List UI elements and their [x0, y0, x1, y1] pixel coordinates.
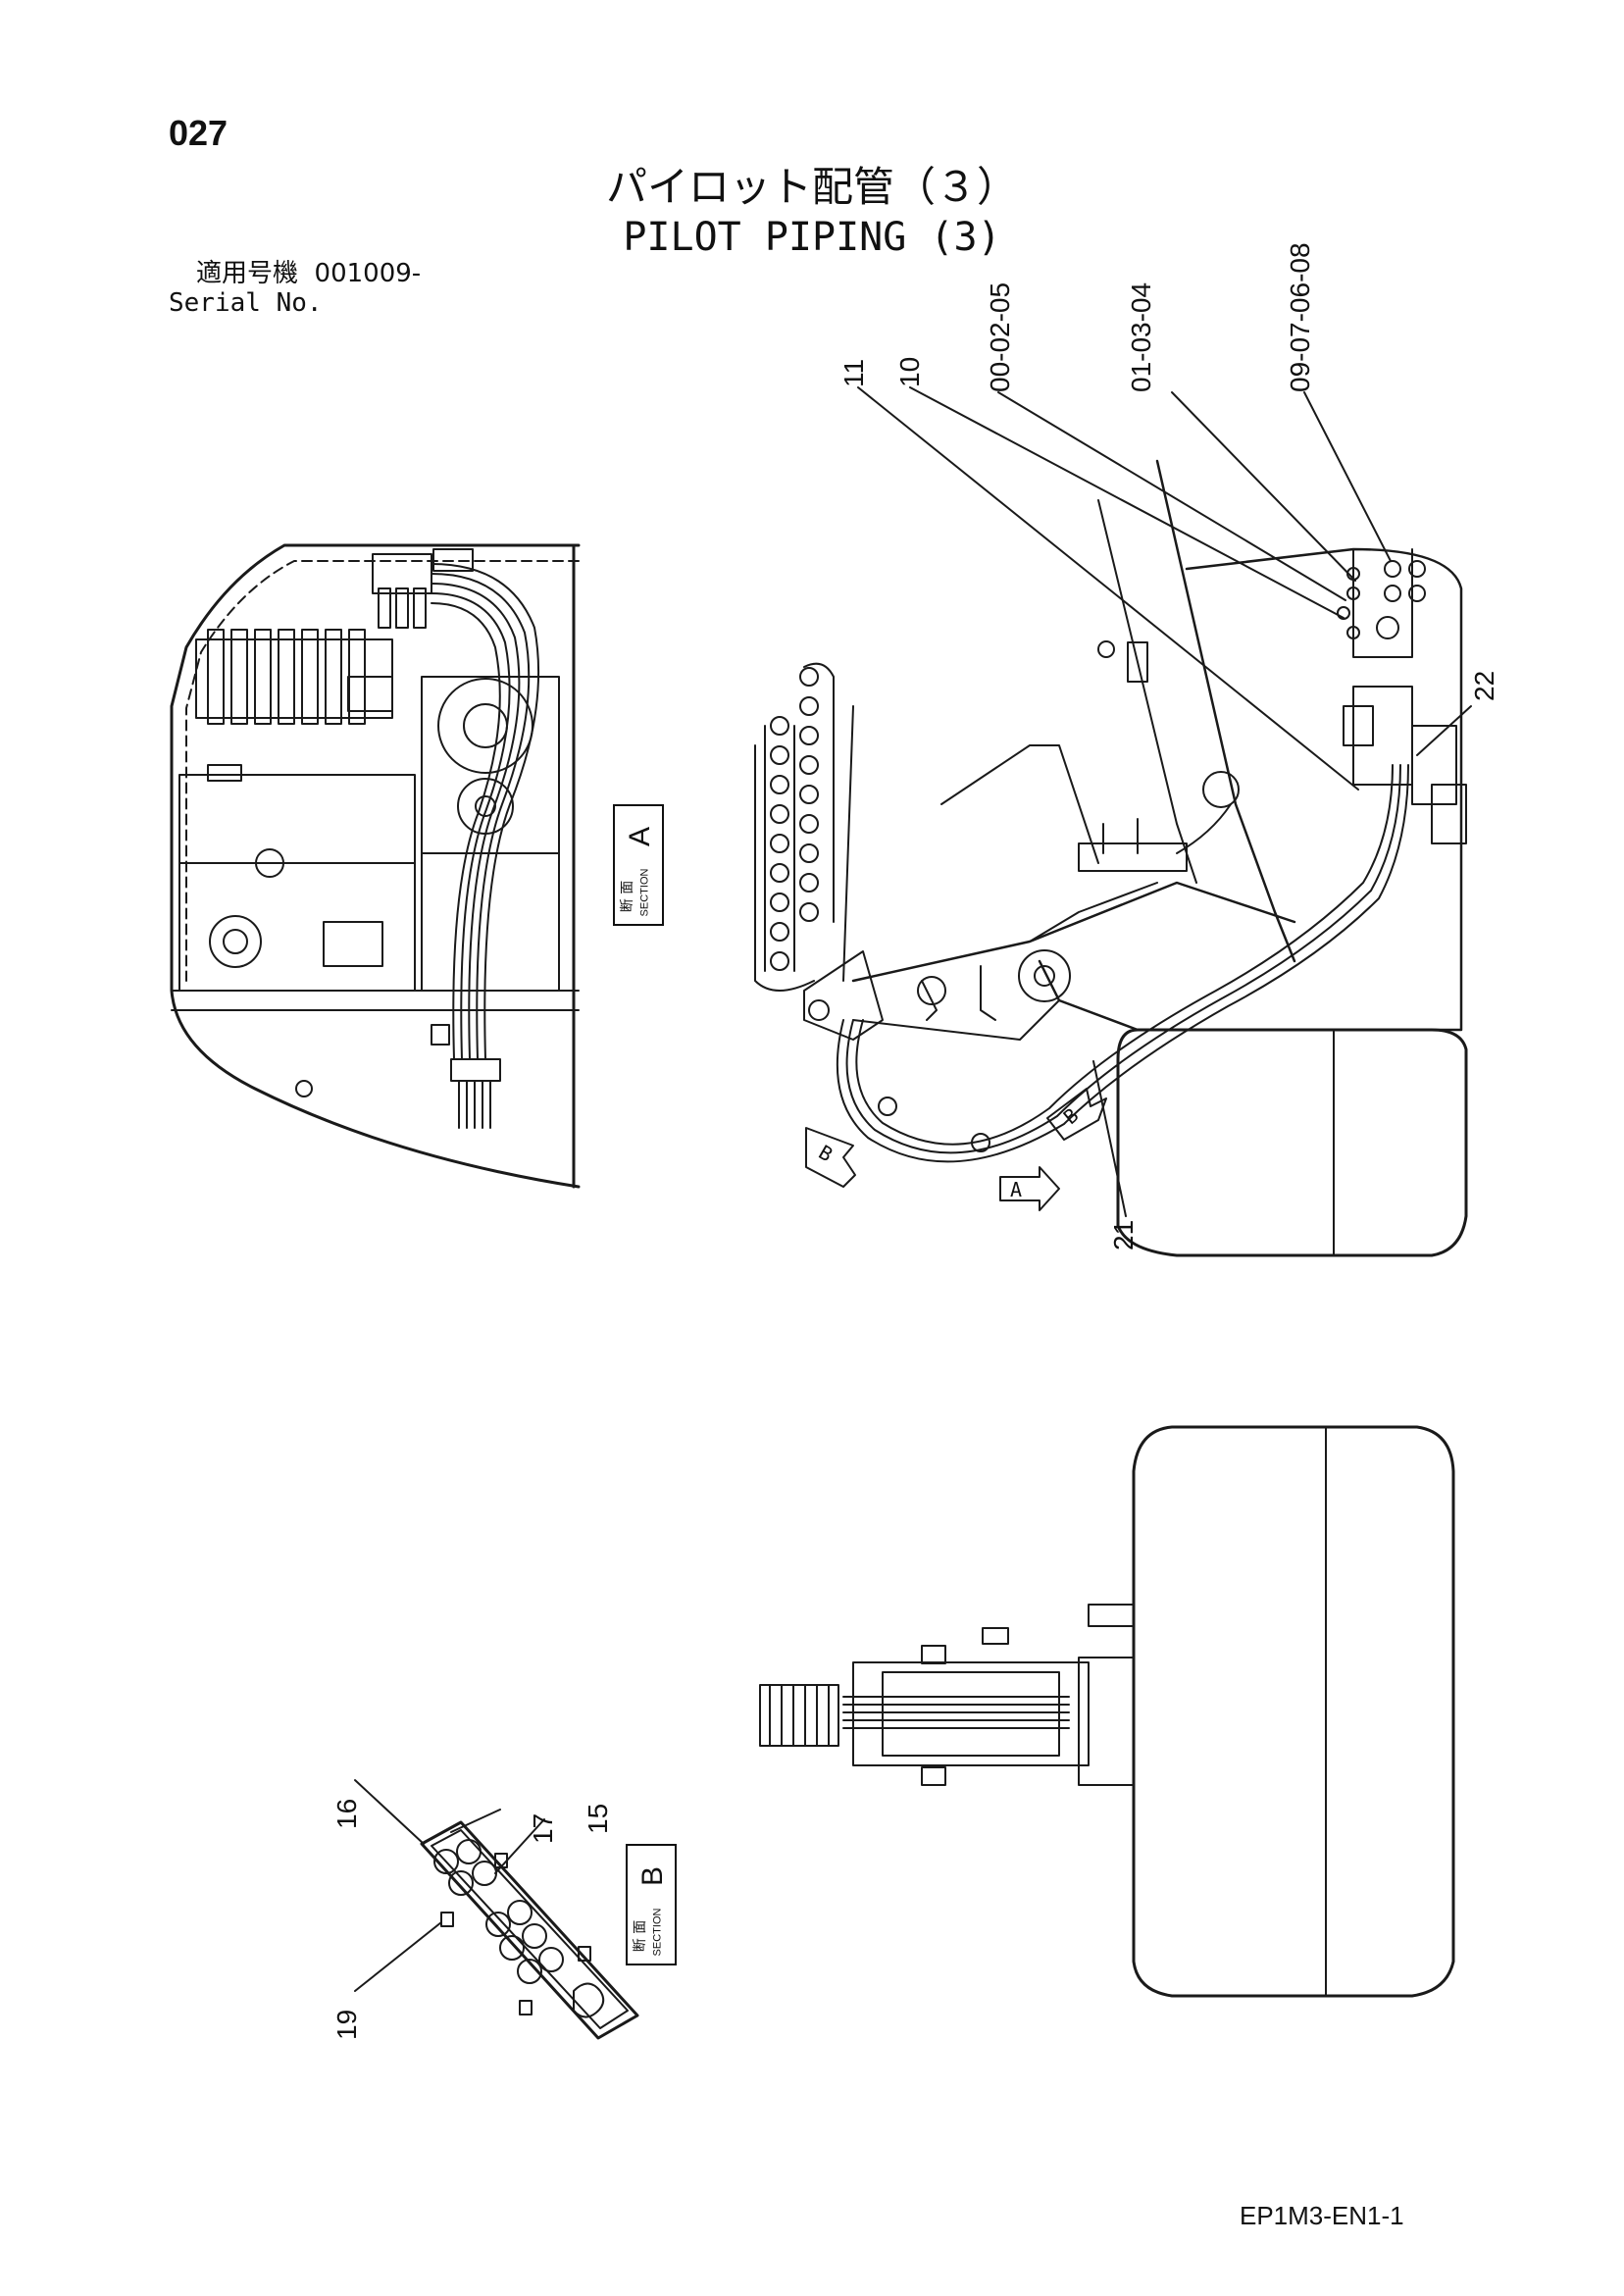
part-label-11: 11: [838, 358, 869, 387]
page-title-japanese: パイロット配管（３）: [605, 163, 1018, 211]
serial-label-english: Serial No.: [169, 288, 323, 318]
part-label-19: 19: [331, 2009, 362, 2040]
serial-label-japanese: 適用号機 001009-: [196, 261, 421, 286]
part-label-22: 22: [1469, 670, 1499, 701]
section-arrow-b-right: [1046, 1088, 1107, 1141]
part-label-17: 17: [528, 1812, 558, 1844]
part-label-10: 10: [894, 356, 925, 387]
section-b-word: SECTION: [651, 1908, 664, 1957]
section-a-letter: A: [624, 826, 657, 847]
section-b-kanji: 断 面: [633, 1919, 649, 1953]
section-a-kanji: 断 面: [620, 880, 636, 913]
part-label-16: 16: [331, 1798, 362, 1829]
part-label-00-02-05: 00-02-05: [985, 281, 1015, 392]
section-a-label: 断 面 SECTION A: [613, 804, 664, 926]
leader-lines-top: [857, 386, 1472, 1217]
page-title-english: PILOT PIPING (3): [623, 215, 1001, 260]
part-label-21: 21: [1108, 1219, 1139, 1250]
page-number: 027: [169, 113, 228, 153]
part-label-01-03-04: 01-03-04: [1126, 281, 1156, 392]
serial-number-value: 001009-: [314, 259, 422, 288]
section-b-connector: [354, 1779, 639, 2040]
part-label-15: 15: [583, 1803, 613, 1834]
serial-label-jp: 適用号機: [196, 259, 299, 288]
section-arrow-b-left: [805, 1127, 856, 1188]
part-label-09-07-06-08: 09-07-06-08: [1285, 242, 1315, 392]
section-arrow-a: [999, 1166, 1060, 1211]
top-plan-view: [759, 1425, 1455, 1998]
section-a-plan-view: [170, 543, 581, 1189]
side-elevation-view: [754, 459, 1468, 1257]
section-b-label: 断 面 SECTION B: [626, 1844, 677, 1965]
document-code: EP1M3-EN1-1: [1240, 2201, 1404, 2230]
section-a-word: SECTION: [638, 868, 651, 917]
arrow-letter-a: A: [1010, 1178, 1023, 1201]
section-b-letter: B: [636, 1865, 670, 1887]
